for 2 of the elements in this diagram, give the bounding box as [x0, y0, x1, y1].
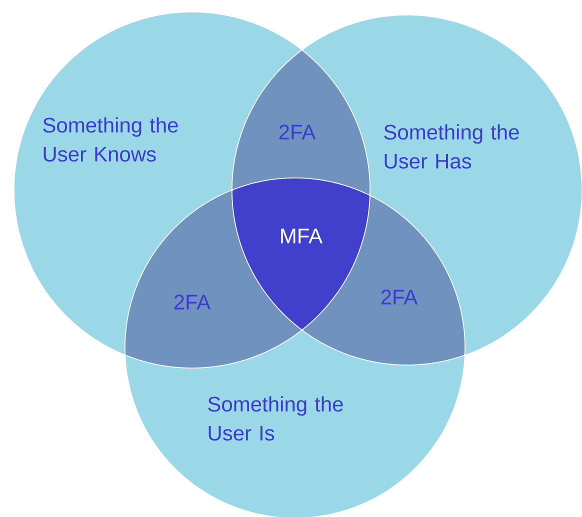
overlap-region: MFA	[232, 178, 370, 330]
overlap-region: 2FA	[232, 50, 370, 196]
